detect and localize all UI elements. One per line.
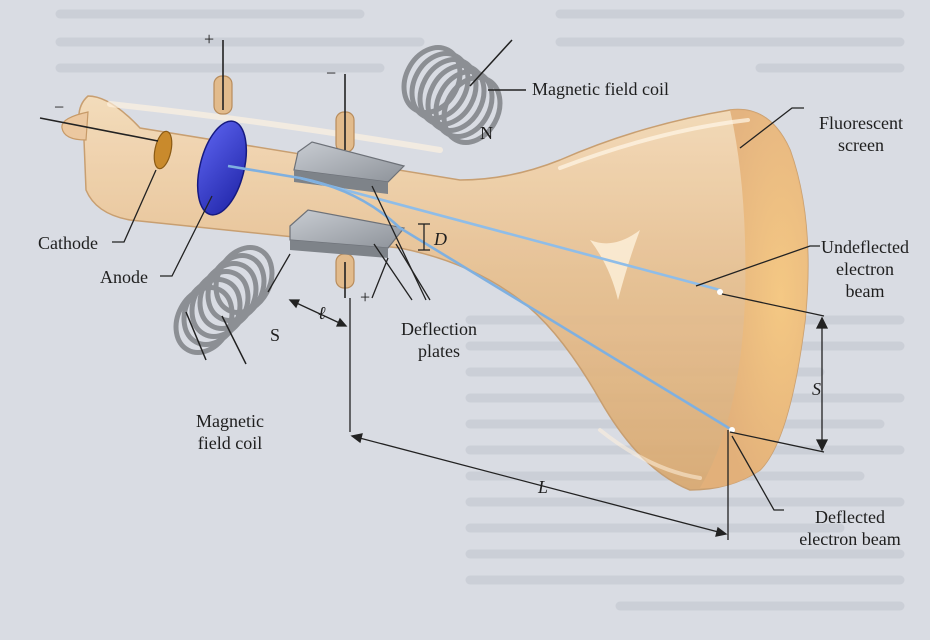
undeflected-spot [717,289,723,295]
label-magnetic-field-coil-bottom-line2: field coil [197,433,263,453]
polarity-top-plate-minus: − [326,63,337,83]
bottom-plate-edge [290,240,388,258]
polarity-anode-plus: + [204,29,215,49]
magnetic-coil-bottom [173,245,275,355]
label-cathode: Cathode [38,233,98,253]
tube-rear-nub [61,111,89,141]
polarity-cathode-minus: − [54,97,65,117]
glass-highlight-flare [558,118,750,170]
label-north-pole: N [480,123,493,143]
label-fluorescent-screen-line2: screen [838,135,884,155]
label-fluorescent-screen-line1: Fluorescent [819,113,903,133]
label-deflection-plates-line2: plates [418,341,460,361]
label-deflected-beam-line1: Deflected [815,507,885,527]
glass-highlight-neck [107,101,443,153]
label-plate-gap: D [434,229,447,249]
label-undeflected-line2: electron [836,259,894,279]
label-undeflected-line1: Undeflected [821,237,909,257]
anode-disc [196,120,248,216]
plate-gap-marker [418,223,430,251]
cathode-disc [153,130,173,170]
deflected-electron-beam [299,176,733,432]
separation-arrow [815,316,829,452]
construction-lines [267,253,825,540]
coil-leads [185,39,526,365]
plate-length-arrow [288,299,348,327]
label-south-pole: S [270,325,281,345]
label-undeflected-line3: beam [845,281,885,301]
polarity-bottom-plate-plus: + [360,287,371,307]
label-deflection-plates-line1: Deflection [401,319,477,339]
fluorescent-screen [700,109,808,489]
label-deflected-beam-line2: electron beam [799,529,901,549]
beam-common [227,164,301,180]
leader-lines [112,107,820,511]
glass-highlight-bottom [598,428,702,480]
label-plate-length: ℓ [318,303,326,323]
distance-arrow [350,433,728,537]
cathode-lead [39,117,159,142]
screen-star-glint [590,230,640,300]
label-anode: Anode [100,267,148,287]
top-plate-edge [294,170,388,194]
label-magnetic-field-coil-bottom-line1: Magnetic [196,411,264,431]
label-magnetic-field-coil-top: Magnetic field coil [532,79,669,99]
undeflected-electron-beam [299,176,721,292]
label-beam-separation: S [812,379,821,399]
top-deflection-plate [293,141,406,183]
label-distance-to-screen: L [538,477,549,497]
